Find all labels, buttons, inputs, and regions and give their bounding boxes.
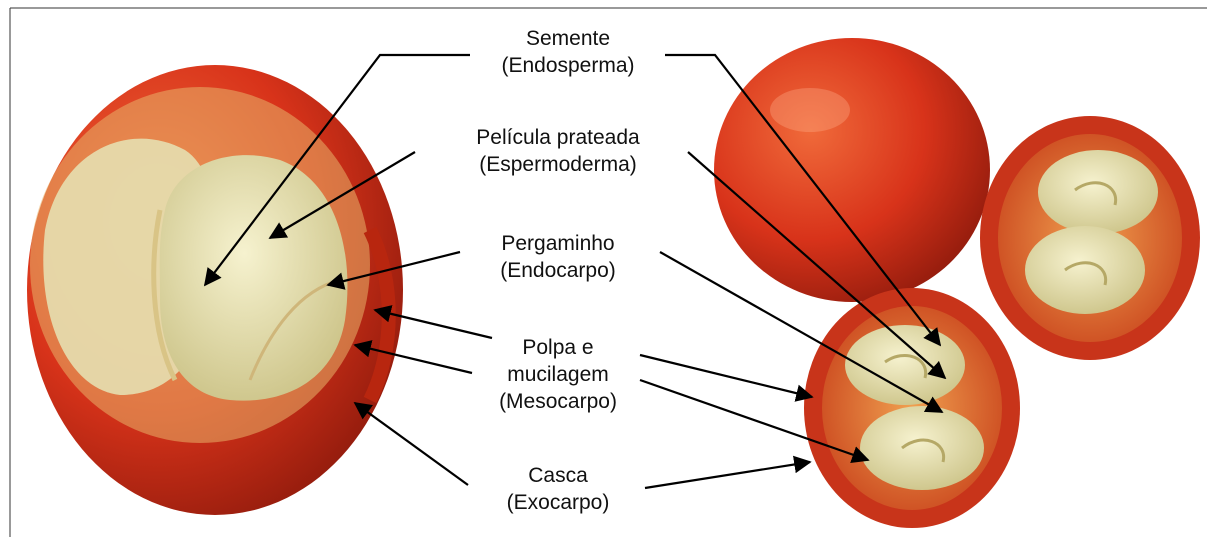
top-half-seed-upper: [1038, 150, 1158, 234]
label-casca-line2: (Exocarpo): [468, 489, 648, 516]
bottom-half-seed-lower: [860, 406, 984, 490]
label-pergaminho-line1: Pergaminho: [458, 230, 658, 257]
label-semente: Semente (Endosperma): [468, 25, 668, 79]
label-pelicula: Película prateada (Espermoderma): [438, 124, 678, 178]
label-polpa: Polpa e mucilagem (Mesocarpo): [468, 334, 648, 415]
left-cherry: [27, 65, 403, 515]
right-whole-cherry: [714, 38, 990, 302]
label-casca: Casca (Exocarpo): [468, 462, 648, 516]
label-semente-line1: Semente: [468, 25, 668, 52]
arrow-casca-left: [355, 403, 468, 485]
label-pergaminho: Pergaminho (Endocarpo): [458, 230, 658, 284]
left-cherry-seed-front: [160, 155, 348, 401]
bottom-half-seed-upper: [845, 325, 965, 405]
right-cut-half-bottom: [804, 288, 1020, 528]
whole-cherry-body: [714, 38, 990, 302]
label-casca-line1: Casca: [468, 462, 648, 489]
label-pergaminho-line2: (Endocarpo): [458, 257, 658, 284]
label-polpa-line1: Polpa e: [468, 334, 648, 361]
label-pelicula-line1: Película prateada: [438, 124, 678, 151]
label-polpa-line3: (Mesocarpo): [468, 388, 648, 415]
whole-cherry-highlight: [770, 88, 850, 132]
arrow-polpa-right-upper: [640, 355, 812, 397]
label-pelicula-line2: (Espermoderma): [438, 151, 678, 178]
label-semente-line2: (Endosperma): [468, 52, 668, 79]
top-half-seed-lower: [1025, 226, 1145, 314]
label-polpa-line2: mucilagem: [468, 361, 648, 388]
arrow-casca-right: [645, 462, 810, 488]
right-cut-half-top: [980, 116, 1200, 360]
